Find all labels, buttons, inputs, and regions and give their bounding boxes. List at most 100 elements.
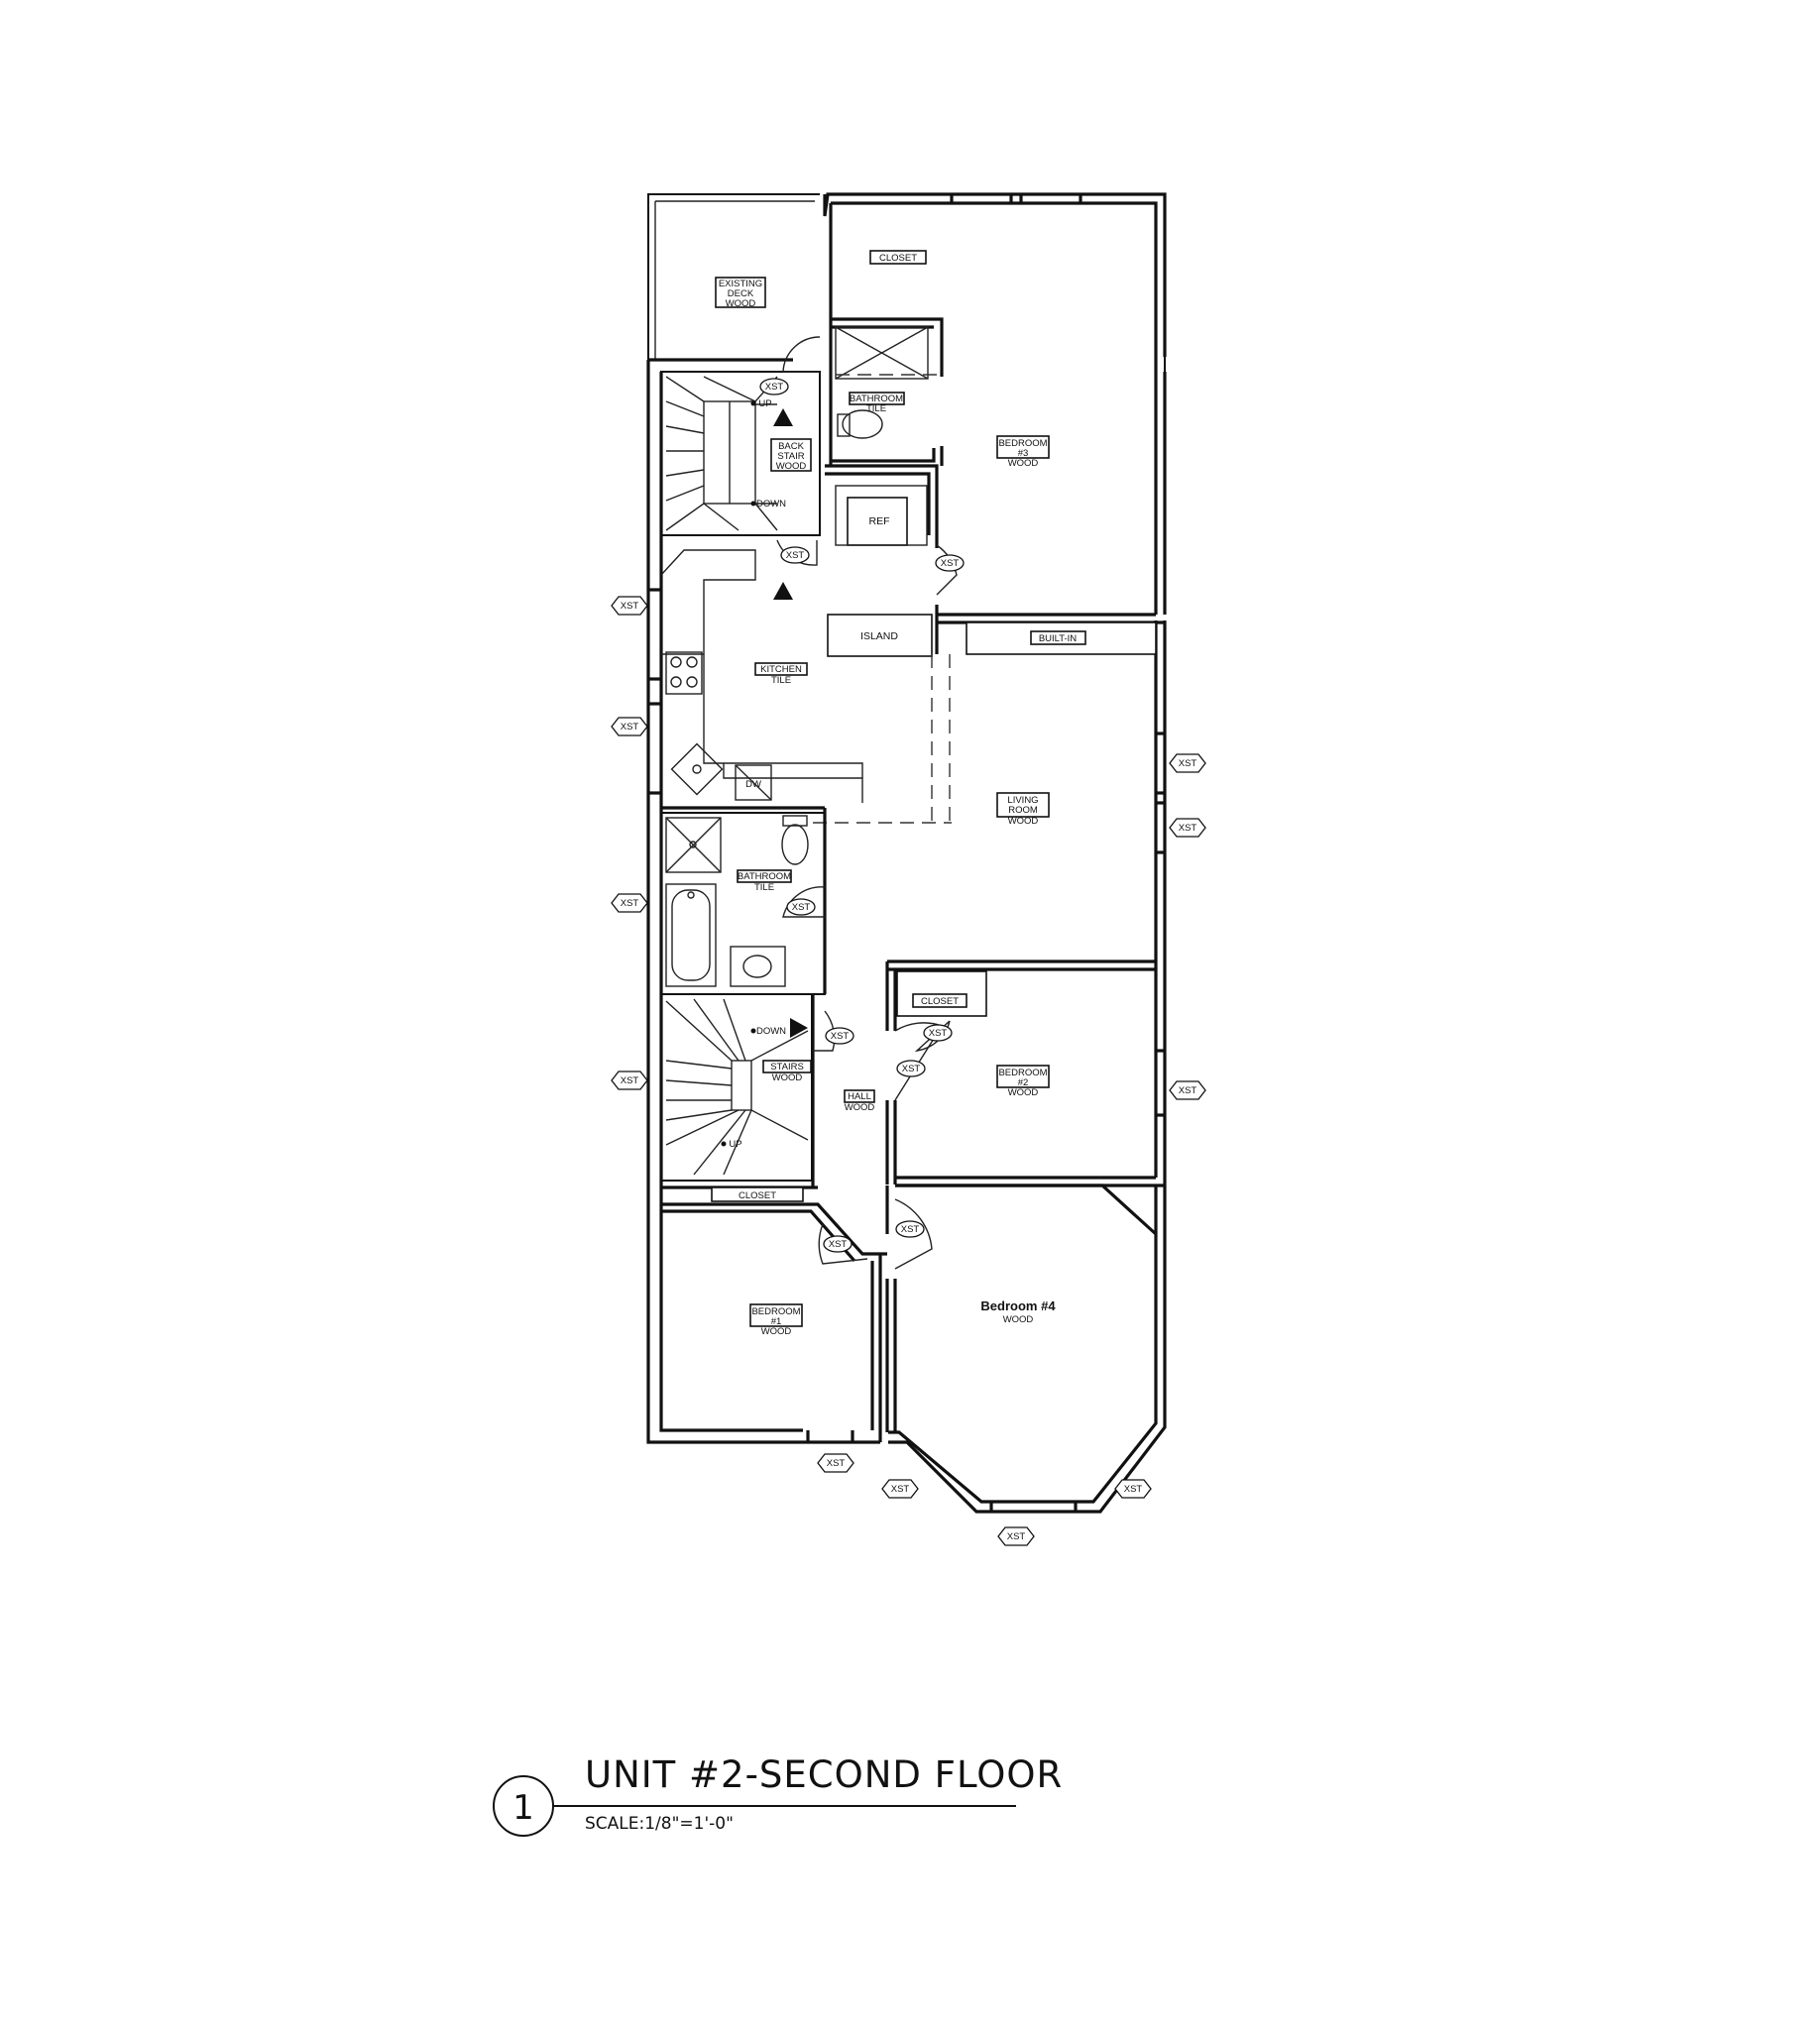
svg-text:WOOD: WOOD xyxy=(1008,1087,1039,1098)
svg-text:TILE: TILE xyxy=(754,882,774,893)
room-label-island: ISLAND xyxy=(860,630,898,642)
xst-tag: XST xyxy=(780,546,810,564)
room-label-living-room: LIVING ROOM WOOD xyxy=(996,792,1050,827)
svg-text:WOOD: WOOD xyxy=(761,1326,792,1337)
svg-text:STAIR: STAIR xyxy=(777,451,804,462)
stair-label-down: DOWN xyxy=(756,1026,786,1037)
svg-text:CLOSET: CLOSET xyxy=(879,253,917,264)
xst-tag: XST xyxy=(611,717,648,736)
sink-icon xyxy=(670,742,724,796)
xst-tag: XST xyxy=(825,1027,854,1045)
room-label-back-stair: BACK STAIR WOOD xyxy=(770,438,812,472)
xst-tag: XST xyxy=(611,1071,648,1090)
drawing-number: 1 xyxy=(512,1788,534,1828)
drawing-scale: SCALE:1/8"=1'-0" xyxy=(585,1814,734,1834)
room-label-closet-top: CLOSET xyxy=(869,250,927,265)
room-label-bathroom-lower: BATHROOM TILE xyxy=(737,869,792,893)
svg-text:WOOD: WOOD xyxy=(1003,1314,1034,1325)
svg-text:WOOD: WOOD xyxy=(726,298,756,309)
svg-text:ROOM: ROOM xyxy=(1008,805,1038,816)
svg-text:XST: XST xyxy=(827,1458,846,1469)
svg-text:STAIRS: STAIRS xyxy=(770,1062,804,1072)
xst-tag: XST xyxy=(896,1060,926,1077)
vanity-sink-icon xyxy=(730,946,786,987)
toilet-icon xyxy=(837,409,883,439)
room-label-stairs: STAIRS WOOD xyxy=(762,1060,812,1083)
svg-text:XST: XST xyxy=(621,1075,639,1086)
back-stair-treads xyxy=(665,376,778,531)
xst-tag: XST xyxy=(1169,1080,1206,1100)
room-label-existing-deck: EXISTING DECK WOOD xyxy=(715,277,766,309)
fixtures xyxy=(665,326,942,987)
svg-text:WOOD: WOOD xyxy=(1008,458,1039,469)
svg-text:XST: XST xyxy=(1179,1085,1197,1096)
xst-tag: XST xyxy=(759,378,789,395)
stair-label-down: DOWN xyxy=(756,499,786,509)
xst-tag: XST xyxy=(817,1453,854,1473)
svg-text:XST: XST xyxy=(891,1484,910,1495)
xst-tag: XST xyxy=(923,1024,953,1042)
svg-text:XST: XST xyxy=(829,1239,848,1250)
svg-text:TILE: TILE xyxy=(771,675,791,686)
svg-text:WOOD: WOOD xyxy=(1008,816,1039,827)
svg-text:XST: XST xyxy=(901,1224,920,1235)
stair-down-dot-icon xyxy=(750,1028,756,1034)
stair-up-dot-icon xyxy=(750,400,756,406)
svg-text:XST: XST xyxy=(1179,823,1197,834)
room-label-hall: HALL WOOD xyxy=(844,1089,875,1113)
xst-tag: XST xyxy=(611,893,648,913)
room-label-closet-bed2: CLOSET xyxy=(912,993,967,1008)
room-label-kitchen: KITCHEN TILE xyxy=(754,662,808,686)
stair-up-arrow-icon xyxy=(773,582,793,600)
main-stair-treads xyxy=(665,998,809,1176)
svg-text:HALL: HALL xyxy=(848,1091,871,1102)
svg-text:XST: XST xyxy=(765,382,784,393)
svg-text:Bedroom #4: Bedroom #4 xyxy=(980,1298,1056,1313)
room-label-dw: DW xyxy=(745,779,761,790)
svg-text:BUILT-IN: BUILT-IN xyxy=(1039,633,1077,644)
bathtub-icon xyxy=(665,883,717,987)
svg-text:BATHROOM: BATHROOM xyxy=(850,394,903,404)
svg-text:WOOD: WOOD xyxy=(776,461,807,472)
svg-text:XST: XST xyxy=(621,722,639,733)
svg-text:XST: XST xyxy=(792,902,811,913)
svg-text:BEDROOM: BEDROOM xyxy=(751,1306,800,1317)
svg-text:WOOD: WOOD xyxy=(845,1102,875,1113)
room-label-closet-bed1: CLOSET xyxy=(739,1190,776,1201)
svg-text:#2: #2 xyxy=(1018,1077,1029,1088)
xst-tag: XST xyxy=(935,554,965,572)
svg-text:CLOSET: CLOSET xyxy=(921,996,959,1007)
svg-text:BATHROOM: BATHROOM xyxy=(738,871,791,882)
svg-text:XST: XST xyxy=(786,550,805,561)
drawing-title: UNIT #2-SECOND FLOOR xyxy=(585,1753,1063,1796)
svg-text:WOOD: WOOD xyxy=(772,1072,803,1083)
svg-text:XST: XST xyxy=(941,558,960,569)
svg-text:DECK: DECK xyxy=(728,288,754,299)
windows xyxy=(648,194,1165,1512)
xst-tag: XST xyxy=(895,1220,925,1238)
svg-text:XST: XST xyxy=(929,1028,948,1039)
xst-tag: XST xyxy=(997,1526,1035,1546)
stair-down-dot-icon xyxy=(750,501,756,507)
xst-tag: XST xyxy=(881,1479,919,1499)
stair-label-up: UP xyxy=(729,1139,741,1150)
stair-label-up: UP xyxy=(758,398,771,409)
room-label-bathroom-upper: BATHROOM TILE xyxy=(849,392,905,414)
svg-text:#1: #1 xyxy=(771,1316,782,1327)
svg-text:BACK: BACK xyxy=(778,441,805,452)
svg-text:KITCHEN: KITCHEN xyxy=(760,664,802,675)
svg-text:#3: #3 xyxy=(1018,448,1029,459)
svg-text:BEDROOM: BEDROOM xyxy=(998,438,1047,449)
xst-tag: XST xyxy=(1169,818,1206,838)
interior-walls xyxy=(648,317,1165,1442)
svg-text:XST: XST xyxy=(902,1064,921,1074)
svg-text:BEDROOM: BEDROOM xyxy=(998,1068,1047,1078)
xst-tag: XST xyxy=(611,596,648,616)
svg-text:CLOSET: CLOSET xyxy=(739,1190,776,1201)
svg-text:XST: XST xyxy=(1124,1484,1143,1495)
room-label-bedroom-3: BEDROOM #3 WOOD xyxy=(996,435,1050,469)
xst-tag: XST xyxy=(1114,1479,1152,1499)
svg-text:XST: XST xyxy=(831,1031,850,1042)
svg-text:XST: XST xyxy=(621,601,639,612)
